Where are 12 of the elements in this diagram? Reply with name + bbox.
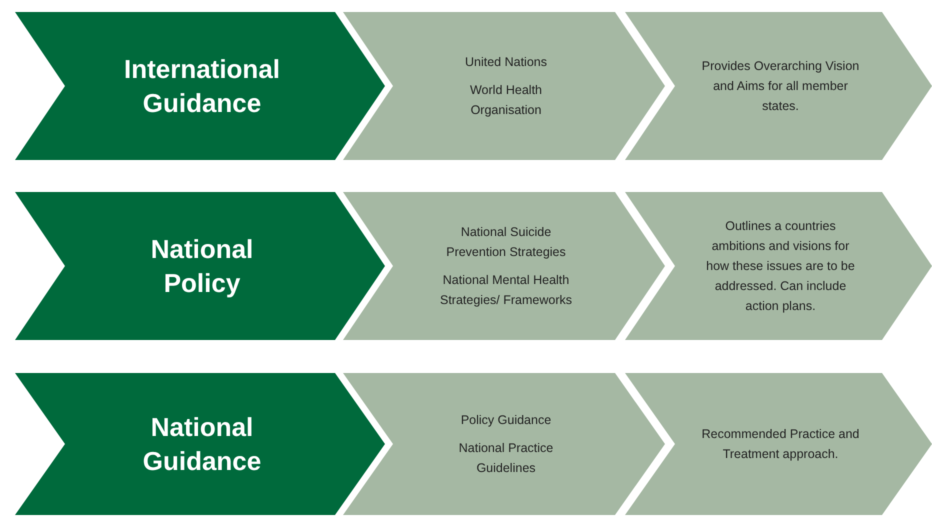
description-text: Provides Overarching Vision and Aims for all member states.: [700, 58, 860, 115]
heading-text: International Guidance: [122, 53, 281, 120]
heading-text: National Policy: [150, 233, 254, 300]
description-text: Recommended Practice and Treatment approach.: [700, 426, 860, 463]
description-text: Outlines a countries ambitions and visions for how these issues are to be addressed. Can include action plans.: [705, 218, 856, 315]
description-text: World Health Organisation: [468, 82, 544, 119]
description-text: National Mental Health Strategies/ Frameworks: [439, 272, 573, 309]
description-text: Policy Guidance: [460, 412, 552, 429]
heading-text: National Guidance: [142, 411, 262, 478]
description-text: National Practice Guidelines: [458, 440, 554, 477]
description-text: United Nations: [465, 54, 547, 71]
description-text: National Suicide Prevention Strategies: [445, 224, 567, 261]
